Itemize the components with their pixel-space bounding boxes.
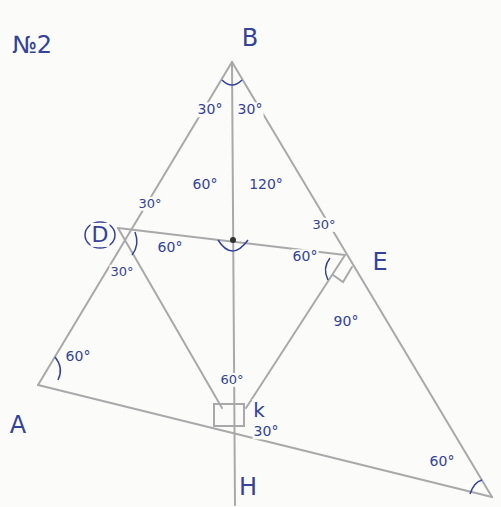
angle-label: 30° [253, 424, 280, 439]
point-label: №2 [11, 32, 53, 58]
angle-label: 60° [219, 373, 244, 387]
point-label: k [252, 399, 266, 421]
point-label: E [371, 249, 388, 275]
angle-label: 30° [137, 197, 162, 211]
angle-label: 60° [65, 349, 92, 364]
angle-label: 30° [311, 218, 336, 232]
point-label: D [91, 223, 110, 247]
angle-label: 60° [192, 177, 219, 192]
angle-label: 60° [429, 454, 456, 469]
point-label: B [241, 25, 259, 51]
angle-label: 30° [237, 102, 264, 117]
angle-label: 60° [157, 240, 184, 255]
angle-label: 120° [248, 177, 284, 192]
angle-label: 90° [333, 314, 360, 329]
angle-label: 60° [292, 249, 319, 264]
point-label: A [9, 412, 27, 438]
angle-label: 30° [197, 102, 224, 117]
point-label: H [238, 474, 258, 500]
angle-label: 30° [109, 265, 134, 279]
